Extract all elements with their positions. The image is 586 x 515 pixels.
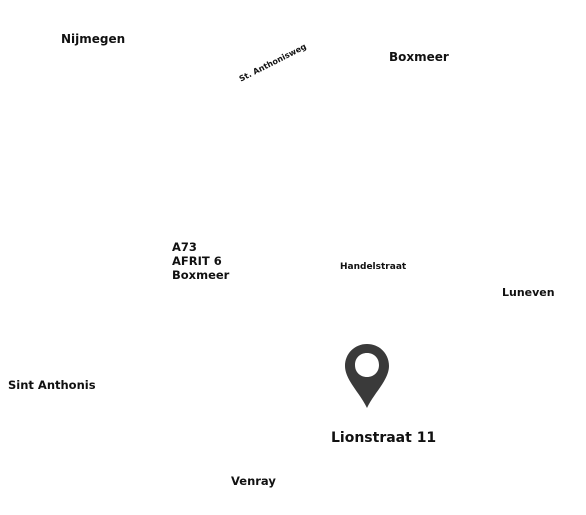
highway-exit-label: A73 AFRIT 6 Boxmeer — [172, 240, 229, 282]
exit-road-label: A73 — [172, 240, 197, 254]
exit-number-label: AFRIT 6 — [172, 254, 222, 268]
place-label-luneven: Luneven — [502, 286, 555, 299]
exit-town-label: Boxmeer — [172, 268, 230, 282]
place-label-sint-anthonis: Sint Anthonis — [8, 378, 96, 392]
map-pin-shape — [345, 344, 389, 408]
road-label-st-anthonisweg: St. Anthonisweg — [237, 41, 308, 84]
map-pin-icon — [345, 344, 389, 408]
road-label-handelstraat: Handelstraat — [340, 262, 407, 272]
place-label-nijmegen: Nijmegen — [61, 32, 126, 46]
address-label: Lionstraat 11 — [331, 430, 437, 446]
place-label-boxmeer: Boxmeer — [389, 50, 449, 64]
place-label-venray: Venray — [231, 474, 276, 488]
